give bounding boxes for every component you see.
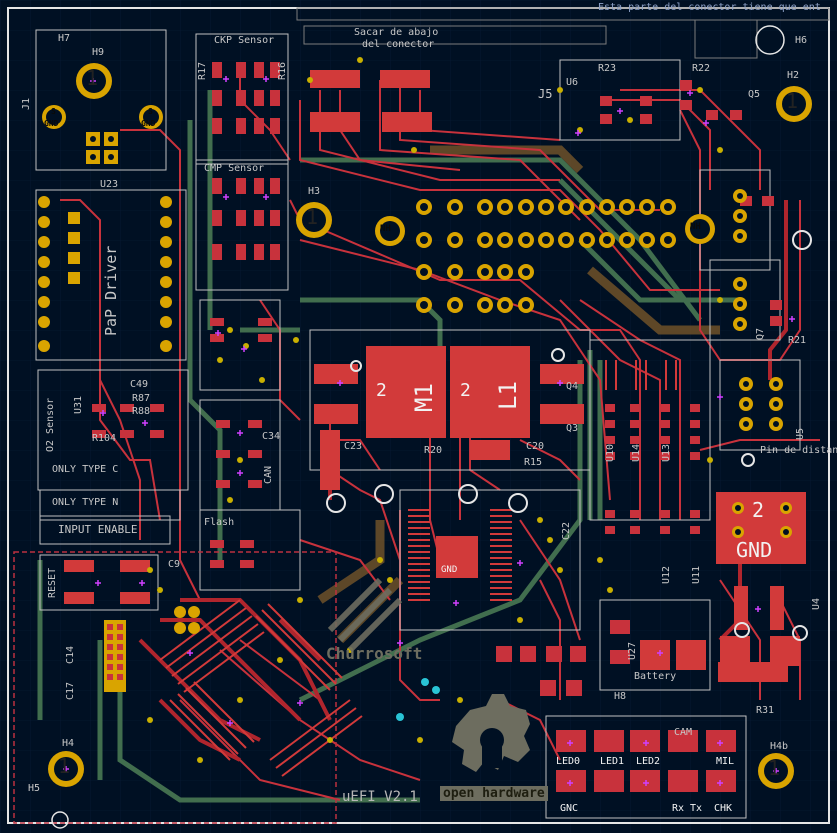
hole-num-h3: 1: [306, 205, 319, 229]
ref-r15: R15: [524, 457, 543, 468]
pad-s-right: S: [148, 107, 153, 116]
section-can: CAN: [263, 465, 274, 484]
ref-r104: R104: [92, 433, 117, 444]
right-note: Pin de distancia entre: [760, 445, 837, 456]
section-battery: Battery: [634, 671, 677, 682]
ref-h5: H5: [28, 783, 41, 794]
cut-note-line1: Sacar de abajo: [354, 27, 439, 38]
section-o2: O2 Sensor: [45, 397, 56, 452]
ref-h8: H8: [614, 691, 627, 702]
section-pap: PaP Driver: [102, 245, 120, 336]
ref-c14: C14: [65, 645, 76, 664]
section-ckp: CKP Sensor: [214, 35, 275, 46]
ref-r20: R20: [424, 445, 443, 456]
ref-c23: C23: [344, 441, 363, 452]
l1-pad-num: 2: [460, 380, 471, 401]
nh1-label: NH: [380, 224, 391, 234]
m1-pad-label: M1: [410, 383, 438, 412]
ref-r87: R87: [132, 393, 151, 404]
ic-gnd-label: GND: [441, 565, 458, 575]
led2-label: LED2: [636, 756, 661, 767]
ref-r23: R23: [598, 63, 617, 74]
ref-c20: C20: [526, 441, 545, 452]
hole-num-h9: 1: [86, 66, 99, 90]
m1-pad-num: 2: [376, 380, 387, 401]
ref-r31: R31: [756, 705, 775, 716]
rx-label: Rx: [672, 803, 685, 814]
led0-label: LED0: [556, 756, 581, 767]
ref-h4b: H4b: [770, 741, 789, 752]
ref-u4: U4: [811, 597, 822, 610]
ref-h4: H4: [62, 738, 75, 749]
hole-num-h4b: 1: [768, 756, 781, 780]
mil-label: MIL: [716, 756, 735, 767]
ref-q4: Q4: [566, 381, 579, 392]
ref-r17: R17: [197, 61, 208, 80]
ref-u23: U23: [100, 179, 119, 190]
section-only-type-c: ONLY TYPE C: [52, 464, 119, 475]
ref-u10: U10: [605, 443, 616, 462]
ref-c34: C34: [262, 431, 281, 442]
nh2-label: NH: [690, 222, 701, 232]
section-flash: Flash: [204, 517, 235, 528]
gnc-label: GNC: [560, 803, 579, 814]
hole-num-h2: 1: [786, 89, 799, 113]
chk-label: CHK: [714, 803, 733, 814]
ref-h2: H2: [787, 70, 800, 81]
top-note: Esta parte del conector tiene que ent: [598, 2, 821, 13]
ref-u14: U14: [631, 443, 642, 462]
ref-r22: R22: [692, 63, 711, 74]
ref-c9: C9: [168, 559, 181, 570]
ref-h6: H6: [795, 35, 808, 46]
header-pin-rows: [38, 189, 783, 634]
ref-u11: U11: [691, 565, 702, 584]
ref-h9: H9: [92, 47, 105, 58]
led1-label: LED1: [600, 756, 625, 767]
hole-num-h4: 1: [58, 754, 71, 778]
ref-h3: H3: [308, 186, 321, 197]
ref-j1: J1: [21, 97, 32, 110]
ref-r16: R16: [277, 61, 288, 80]
ref-c17: C17: [65, 681, 76, 700]
gnd-pad-num: 2: [752, 498, 765, 522]
ref-q7: Q7: [755, 327, 766, 340]
section-only-type-n: ONLY TYPE N: [52, 497, 119, 508]
ref-h7: H7: [58, 33, 71, 44]
section-reset: RESET: [47, 567, 58, 598]
tx-label: Tx: [690, 803, 703, 814]
ref-r88: R88: [132, 406, 151, 417]
ref-j5: J5: [538, 87, 553, 101]
oshw-label: open hardware: [440, 786, 548, 801]
ref-u13: U13: [661, 443, 672, 462]
ref-u6: U6: [566, 77, 579, 88]
ref-u31: U31: [73, 395, 84, 414]
gnd-pad-label: GND: [736, 538, 773, 562]
pad-gnd-left: GND: [44, 119, 59, 128]
section-cmp: CMP Sensor: [204, 163, 265, 174]
ref-q5: Q5: [748, 89, 761, 100]
version-label: uEFI V2.1: [342, 789, 418, 805]
ref-c22: C22: [561, 521, 572, 540]
ref-u27: U27: [627, 641, 638, 660]
pad-s-left: S: [51, 107, 56, 116]
ref-c49: C49: [130, 379, 149, 390]
ref-u5: U5: [795, 427, 806, 440]
cut-note-line2: del conector: [362, 39, 435, 50]
section-input-enable: INPUT ENABLE: [58, 523, 138, 536]
ref-u12: U12: [661, 565, 672, 584]
l1-pad-label: L1: [494, 381, 522, 410]
ref-q3: Q3: [566, 423, 579, 434]
ref-r21: R21: [788, 335, 807, 346]
brand-label: Churrosoft: [326, 644, 423, 663]
pad-gnd-right: GND: [141, 119, 156, 128]
section-cam: CAM: [674, 727, 693, 738]
